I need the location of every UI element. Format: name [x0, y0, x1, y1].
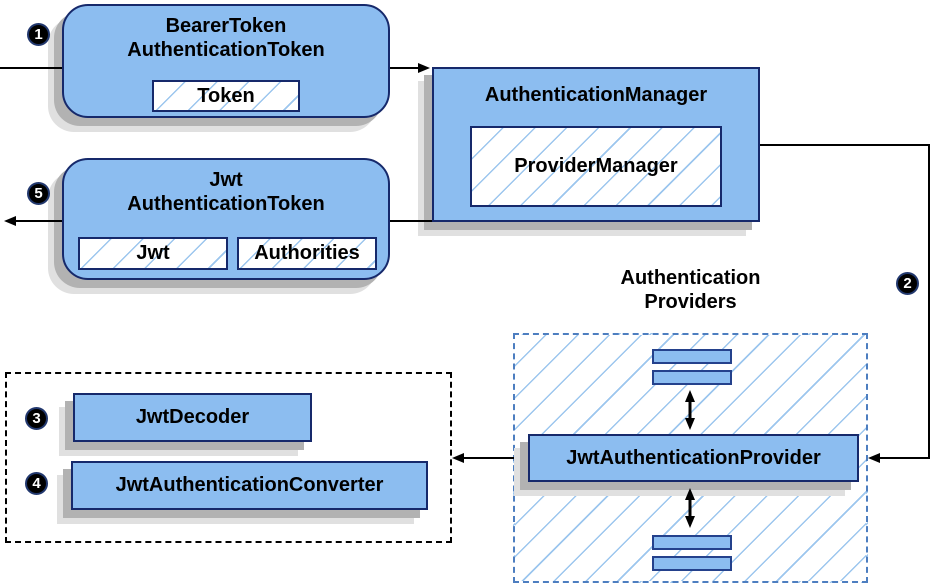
step-5-label: 5	[34, 185, 43, 202]
bearer-token-title-line2: AuthenticationToken	[127, 39, 325, 61]
bearer-token-authentication-token-box: BearerToken AuthenticationToken Token	[62, 4, 390, 118]
authentication-providers-title: Authentication Providers	[513, 266, 868, 314]
jwt-authentication-converter-box: JwtAuthenticationConverter	[71, 461, 428, 510]
step-1-label: 1	[34, 26, 43, 43]
jwt-authentication-provider-box: JwtAuthenticationProvider	[528, 434, 859, 482]
bearer-token-title: BearerToken AuthenticationToken	[64, 6, 388, 62]
jwt-inner-box: Jwt	[78, 237, 228, 270]
step-4-badge: 4	[25, 472, 48, 495]
token-label: Token	[197, 84, 255, 107]
step-5-badge: 5	[27, 182, 50, 205]
token-inner-box: Token	[152, 80, 300, 112]
authentication-providers-title-line2: Providers	[644, 291, 737, 313]
step-4-label: 4	[32, 475, 41, 492]
provider-manager-label: ProviderManager	[514, 155, 678, 177]
jwt-authentication-token-box: Jwt AuthenticationToken Jwt Authorities	[62, 158, 390, 280]
provider-placeholder-bar	[652, 349, 732, 364]
jwt-label: Jwt	[136, 242, 170, 264]
step-3-badge: 3	[25, 407, 48, 430]
authorities-inner-box: Authorities	[237, 237, 377, 270]
provider-placeholder-bar	[652, 556, 732, 571]
provider-placeholder-bar	[652, 535, 732, 550]
jwt-authentication-converter-label: JwtAuthenticationConverter	[115, 474, 384, 496]
authentication-manager-title: AuthenticationManager	[484, 84, 708, 106]
provider-placeholder-bar	[652, 370, 732, 385]
step-2-label: 2	[903, 275, 912, 292]
bearer-token-title-line1: BearerToken	[165, 15, 287, 37]
provider-manager-inner-box: ProviderManager	[470, 126, 722, 207]
jwt-authentication-token-title-line1: Jwt	[209, 169, 243, 191]
jwt-decoder-label: JwtDecoder	[135, 406, 250, 428]
jwt-authentication-token-title-line2: AuthenticationToken	[127, 193, 325, 215]
step-1-badge: 1	[27, 23, 50, 46]
step-2-badge: 2	[896, 272, 919, 295]
jwt-authentication-provider-label: JwtAuthenticationProvider	[566, 446, 821, 469]
step-3-label: 3	[32, 410, 41, 427]
jwt-decoder-box: JwtDecoder	[73, 393, 312, 442]
authentication-providers-title-line1: Authentication	[620, 267, 761, 289]
jwt-authentication-token-title: Jwt AuthenticationToken	[64, 160, 388, 216]
authentication-manager-box: AuthenticationManager ProviderManager	[432, 67, 760, 222]
authorities-label: Authorities	[254, 242, 360, 264]
